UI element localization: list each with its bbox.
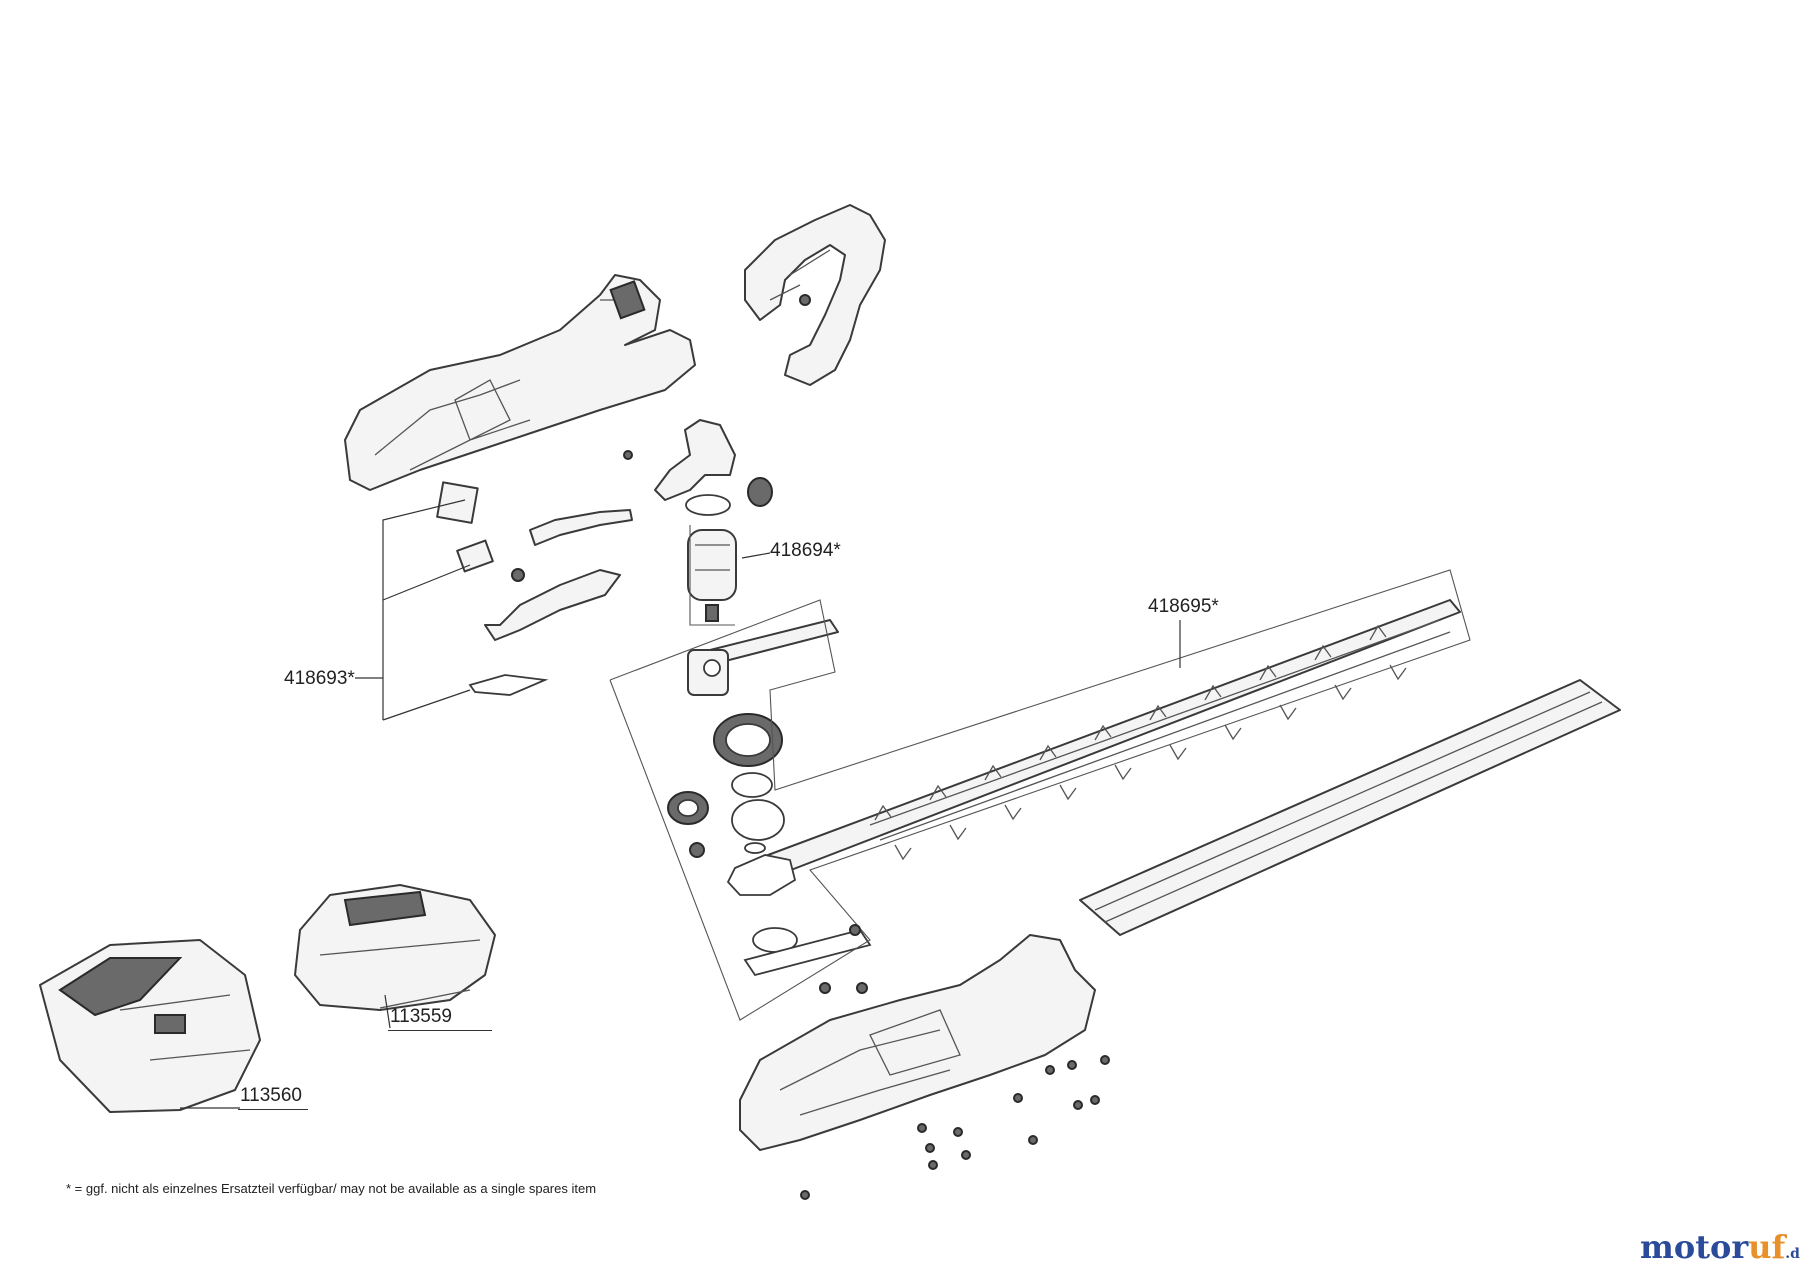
callout-motor: 418694* — [770, 540, 841, 561]
brand-part-1: motor — [1640, 1228, 1749, 1266]
footnote: * = ggf. nicht als einzelnes Ersatzteil … — [66, 1181, 597, 1196]
leader-lines — [180, 499, 1181, 1109]
cutting-blade — [726, 599, 1461, 896]
front-handle-bow — [744, 204, 886, 386]
gearbox-parts — [667, 713, 872, 977]
blade-sheath — [1079, 679, 1621, 936]
switch-assembly — [436, 481, 525, 582]
assembly-group-outline — [609, 569, 1471, 1021]
lower-housing-half — [739, 934, 1096, 1151]
screws — [623, 450, 1110, 1200]
brand-logo: motoruf.de — [1640, 1228, 1800, 1266]
trigger-parts — [468, 419, 736, 696]
gear-plate — [687, 619, 839, 696]
callout-small-parts: 418693* — [284, 668, 355, 689]
brand-part-3: .de — [1785, 1246, 1800, 1262]
callout-charger: 113560 — [238, 1085, 308, 1110]
brand-part-2: uf — [1748, 1228, 1786, 1266]
callout-battery: 113559 — [388, 1006, 492, 1031]
callout-blade: 418695* — [1148, 596, 1219, 617]
motor — [685, 477, 773, 626]
charger — [39, 939, 261, 1113]
battery-pack — [294, 884, 496, 1011]
upper-housing-half — [344, 274, 696, 491]
